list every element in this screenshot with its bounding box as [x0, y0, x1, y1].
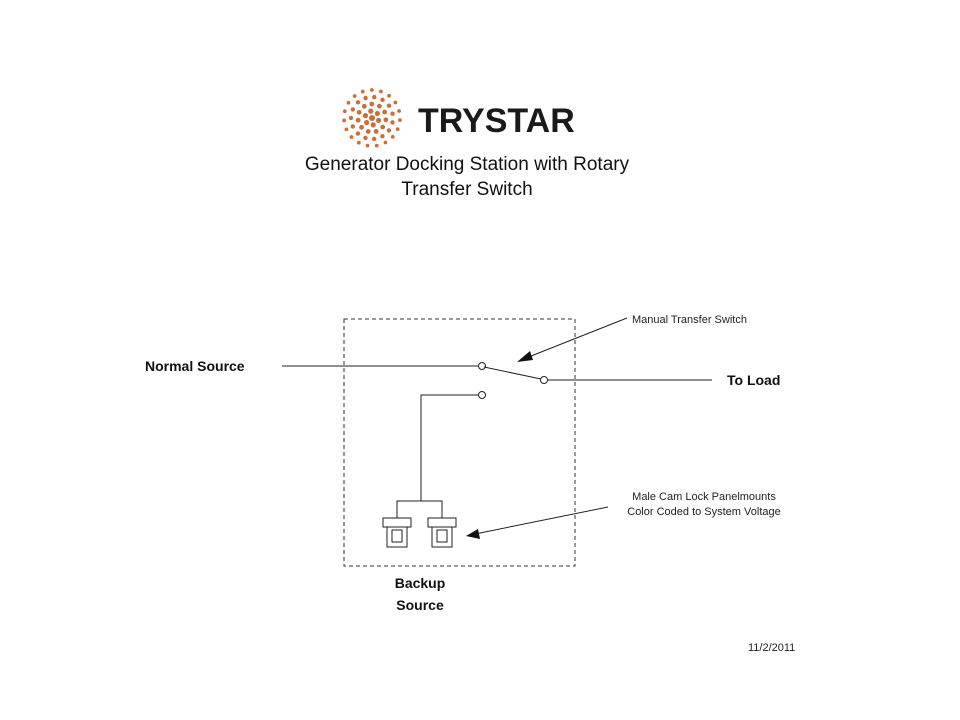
backup-source-label-line-2: Source — [396, 597, 444, 613]
logo-dot — [348, 115, 354, 121]
logo-dot — [369, 101, 375, 107]
logo-dot — [377, 103, 382, 109]
logo-dot — [350, 107, 356, 112]
logo-dot — [355, 131, 361, 136]
cam-lock-label-line-1: Male Cam Lock Panelmounts — [632, 491, 776, 503]
logo-dot — [380, 124, 386, 130]
logo-dot — [398, 118, 402, 123]
logo-dot — [386, 103, 392, 108]
to-load-label: To Load — [727, 372, 780, 388]
backup-wire — [420, 394, 478, 501]
logo-dot — [363, 135, 368, 141]
logo-dot — [379, 89, 383, 94]
logo-dot — [371, 136, 377, 142]
logo-dot — [390, 134, 395, 139]
logo-dot — [374, 110, 380, 117]
panelmount-bus-wire — [396, 500, 443, 518]
logo-dot — [368, 108, 374, 114]
normal-contact-terminal — [478, 362, 486, 370]
logo-dot — [355, 117, 361, 123]
logo-dot — [344, 127, 349, 132]
cam-lock-label-line-2: Color Coded to System Voltage — [627, 506, 780, 518]
logo-dot — [380, 97, 385, 103]
enclosure-box — [343, 318, 576, 567]
arrow-head-icon — [517, 351, 533, 362]
logo-dot — [342, 109, 347, 114]
logo-dot — [359, 124, 364, 130]
logo-dot — [352, 94, 357, 98]
arrow-head-icon — [466, 529, 480, 539]
brand-name: TRYSTAR — [418, 102, 575, 140]
logo-dot — [374, 143, 379, 148]
logo-dot — [395, 127, 400, 132]
backup-contact-terminal — [478, 391, 486, 399]
logo-dot — [365, 143, 370, 148]
logo-dot — [360, 89, 365, 94]
logo-dot — [362, 113, 369, 119]
trystar-sunburst-logo-icon — [342, 88, 402, 148]
logo-dot — [342, 118, 347, 123]
logo-dot — [372, 94, 377, 100]
date-stamp: 11/2/2011 — [748, 642, 795, 654]
logo-dot — [387, 93, 391, 98]
logo-dot — [350, 124, 355, 129]
logo-dot — [375, 117, 382, 123]
title-line-1: Generator Docking Station with Rotary — [305, 154, 630, 175]
logo-dot — [349, 135, 354, 139]
logo-dot — [390, 111, 395, 116]
normal-source-label: Normal Source — [145, 358, 245, 374]
logo-dot — [386, 128, 392, 133]
switch-blade — [483, 366, 542, 380]
logo-dot — [370, 122, 376, 128]
logo-dot — [380, 134, 385, 139]
logo-dot — [393, 100, 398, 105]
logo-dot — [361, 103, 367, 109]
logo-dot — [364, 119, 370, 126]
logo-dot — [390, 120, 395, 125]
logo-dot — [383, 117, 389, 123]
logo-dot — [383, 140, 388, 145]
logo-dot — [355, 100, 361, 105]
logo-dot — [397, 109, 402, 113]
logo-dot — [356, 140, 361, 145]
logo-dot — [365, 129, 371, 134]
cam-lock-panelmount-icon — [427, 517, 457, 548]
title-line-2: Transfer Switch — [401, 179, 532, 200]
common-terminal — [540, 376, 548, 384]
manual-transfer-switch-label: Manual Transfer Switch — [632, 314, 747, 326]
logo-dot — [369, 115, 375, 121]
logo-dot — [369, 88, 374, 92]
logo-dot — [373, 128, 379, 134]
cam-lock-leader-line — [474, 506, 609, 535]
logo-dot — [382, 109, 388, 115]
logo-dot — [363, 95, 368, 101]
logo-dot — [346, 100, 351, 105]
logo-dot — [356, 109, 362, 115]
manual-switch-leader-line — [525, 317, 628, 359]
cam-lock-panelmount-icon — [382, 517, 412, 548]
backup-source-label-line-1: Backup — [395, 575, 446, 591]
